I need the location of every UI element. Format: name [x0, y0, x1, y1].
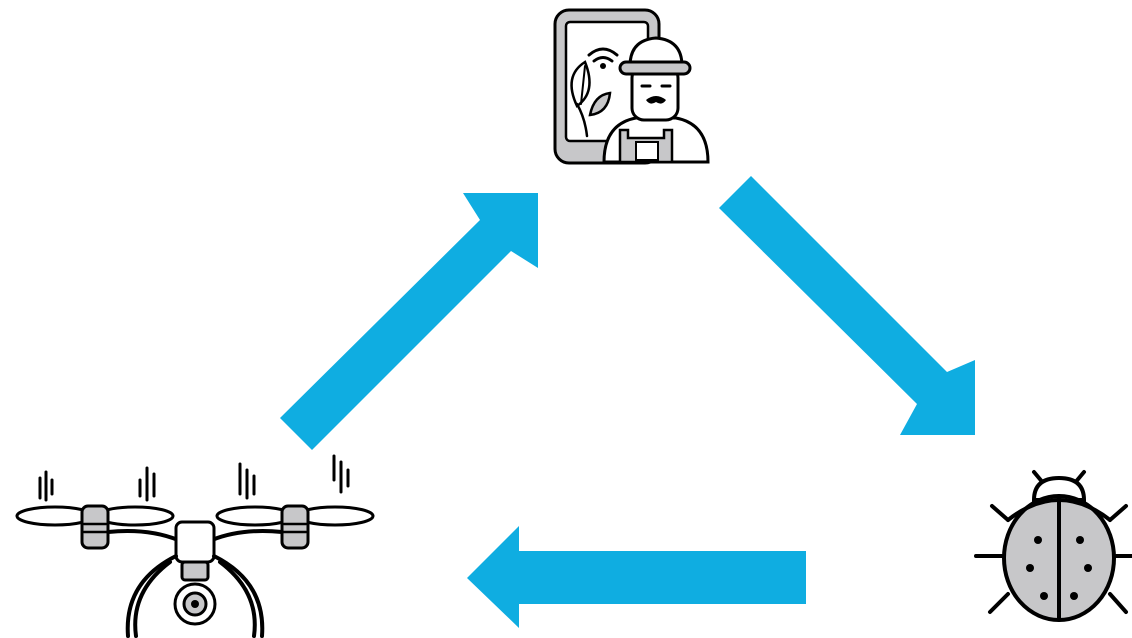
arrow-pest-to-drone: [467, 526, 806, 628]
arrow-farmer-to-pest: [719, 176, 975, 435]
farmer-tablet-icon: [555, 10, 708, 163]
camera-drone-icon: [17, 456, 373, 636]
arrow-drone-to-farmer: [280, 193, 538, 450]
ladybug-pest-icon: [976, 472, 1132, 620]
